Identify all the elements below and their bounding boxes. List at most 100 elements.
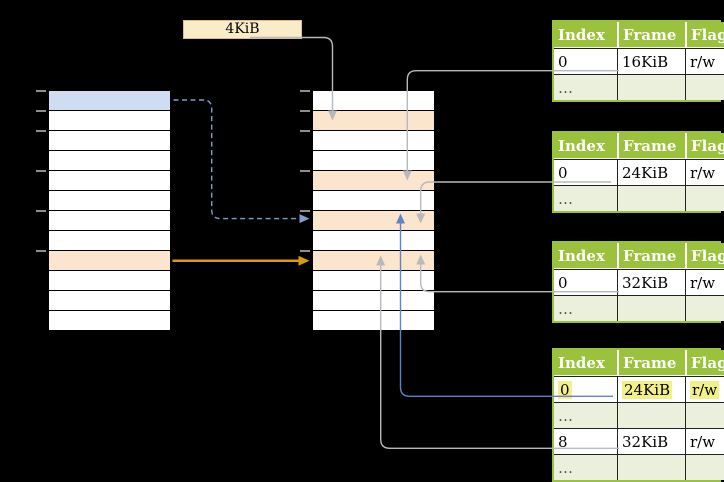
physical-frame-row-1-orange: [313, 111, 434, 131]
physical-frame-row-10: [313, 291, 434, 311]
page-table-24kib: IndexFrameFlags 0 24KiB r/w …: [552, 131, 724, 213]
virtual-page-row-7: [49, 231, 170, 251]
cell-value: …: [558, 458, 573, 477]
page-table-24kib-cell-r0c1: 24KiB: [617, 159, 685, 185]
page-table-24kib-header-flags: Flags: [685, 133, 724, 159]
cell-value: r/w: [690, 52, 716, 71]
page-table-16kib-cell-r1c2: [685, 74, 724, 100]
address-tick: [36, 170, 46, 172]
page-table-32kib-header-flags: Flags: [685, 243, 724, 269]
address-tick: [36, 250, 46, 252]
physical-frame-row-8-orange: [313, 251, 434, 271]
cell-value: 0: [558, 52, 568, 71]
address-tick: [300, 90, 310, 92]
page-table-level1-cell-r1c1: [617, 402, 685, 428]
page-table-32kib-cell-r0c0: 0: [554, 269, 617, 295]
cell-value: …: [558, 299, 573, 318]
page-table-level1-cell-r0c0: 0: [554, 376, 617, 402]
page-table-16kib-header-frame: Frame: [617, 22, 685, 48]
page-table-level1-cell-r1c2: [685, 402, 724, 428]
page-table-level1-cell-r2c2: r/w: [685, 428, 724, 454]
physical-frame-row-7: [313, 231, 434, 251]
highlighted-value: r/w: [690, 380, 720, 399]
cell-value: …: [558, 78, 573, 97]
page-table-24kib-cell-r1c2: [685, 185, 724, 211]
page-table-level1-header-flags: Flags: [685, 350, 724, 376]
virtual-page-row-6: [49, 211, 170, 231]
cell-value: 32KiB: [622, 432, 669, 451]
highlighted-value: 0: [558, 380, 572, 399]
cell-value: 16KiB: [622, 52, 669, 71]
page-table-24kib-cell-r1c0: …: [554, 185, 617, 211]
page-table-16kib: IndexFrameFlags 0 16KiB r/w …: [552, 20, 724, 102]
physical-frame-row-9: [313, 271, 434, 291]
page-table-16kib-cell-r0c0: 0: [554, 48, 617, 74]
page-table-32kib-cell-r1c0: …: [554, 295, 617, 321]
virtual-memory-table: [36, 90, 170, 331]
cell-value: 0: [558, 163, 568, 182]
page-table-24kib-cell-r0c0: 0: [554, 159, 617, 185]
address-tick: [36, 210, 46, 212]
page-table-level1: IndexFrameFlags 0 24KiB r/w … 8 32KiB r/w …: [552, 348, 724, 482]
page-size-box: 4KiB: [183, 20, 302, 39]
page-table-16kib-cell-r1c1: [617, 74, 685, 100]
page-table-16kib-header-index: Index: [554, 22, 617, 48]
page-table-32kib-cell-r1c2: [685, 295, 724, 321]
address-tick: [36, 130, 46, 132]
page-table-16kib-cell-r0c2: r/w: [685, 48, 724, 74]
page-table-16kib-cell-r1c0: …: [554, 74, 617, 100]
address-tick: [300, 210, 310, 212]
page-table-16kib-cell-r0c1: 16KiB: [617, 48, 685, 74]
page-table-16kib-header-flags: Flags: [685, 22, 724, 48]
virtual-page-row-4: [49, 171, 170, 191]
page-table-24kib-cell-r1c1: [617, 185, 685, 211]
virtual-page-row-10: [49, 291, 170, 311]
physical-frame-row-0: [313, 90, 434, 111]
virtual-page-row-0-blue: [49, 90, 170, 111]
virtual-page-row-8-orange: [49, 251, 170, 271]
page-table-level1-header-frame: Frame: [617, 350, 685, 376]
address-tick: [300, 250, 310, 252]
virtual-page-row-2: [49, 131, 170, 151]
page-table-24kib-cell-r0c2: r/w: [685, 159, 724, 185]
virtual-page-row-1: [49, 111, 170, 131]
cell-value: 32KiB: [622, 273, 669, 292]
page-table-24kib-header-index: Index: [554, 133, 617, 159]
page-table-32kib: IndexFrameFlags 0 32KiB r/w …: [552, 241, 724, 323]
page-table-level1-cell-r2c0: 8: [554, 428, 617, 454]
physical-frame-row-3: [313, 151, 434, 171]
page-table-24kib-header-frame: Frame: [617, 133, 685, 159]
cell-value: 0: [558, 273, 568, 292]
page-size-label: 4KiB: [225, 21, 260, 37]
page-table-32kib-header-index: Index: [554, 243, 617, 269]
cell-value: r/w: [690, 163, 716, 182]
page-table-level1-cell-r1c0: …: [554, 402, 617, 428]
cell-value: 8: [558, 432, 568, 451]
physical-frame-row-4-orange: [313, 171, 434, 191]
physical-frame-row-11: [313, 311, 434, 331]
page-table-level1-cell-r0c2: r/w: [685, 376, 724, 402]
page-table-32kib-cell-r0c2: r/w: [685, 269, 724, 295]
page-table-32kib-header-frame: Frame: [617, 243, 685, 269]
page-table-level1-cell-r2c1: 32KiB: [617, 428, 685, 454]
virtual-page-row-3: [49, 151, 170, 171]
page-table-32kib-cell-r1c1: [617, 295, 685, 321]
virtual-page-row-9: [49, 271, 170, 291]
address-tick: [36, 110, 46, 112]
address-tick: [300, 110, 310, 112]
page-table-level1-cell-r3c1: [617, 454, 685, 480]
cell-value: …: [558, 406, 573, 425]
page-table-level1-cell-r3c2: [685, 454, 724, 480]
address-tick: [36, 90, 46, 92]
cell-value: r/w: [690, 432, 716, 451]
page-table-level1-cell-r3c0: …: [554, 454, 617, 480]
physical-memory-table: [300, 90, 434, 331]
address-tick: [300, 130, 310, 132]
physical-frame-row-5: [313, 191, 434, 211]
address-tick: [300, 170, 310, 172]
page-table-level1-header-index: Index: [554, 350, 617, 376]
cell-value: 24KiB: [622, 163, 669, 182]
virtual-page-row-5: [49, 191, 170, 211]
highlighted-value: 24KiB: [622, 380, 673, 399]
